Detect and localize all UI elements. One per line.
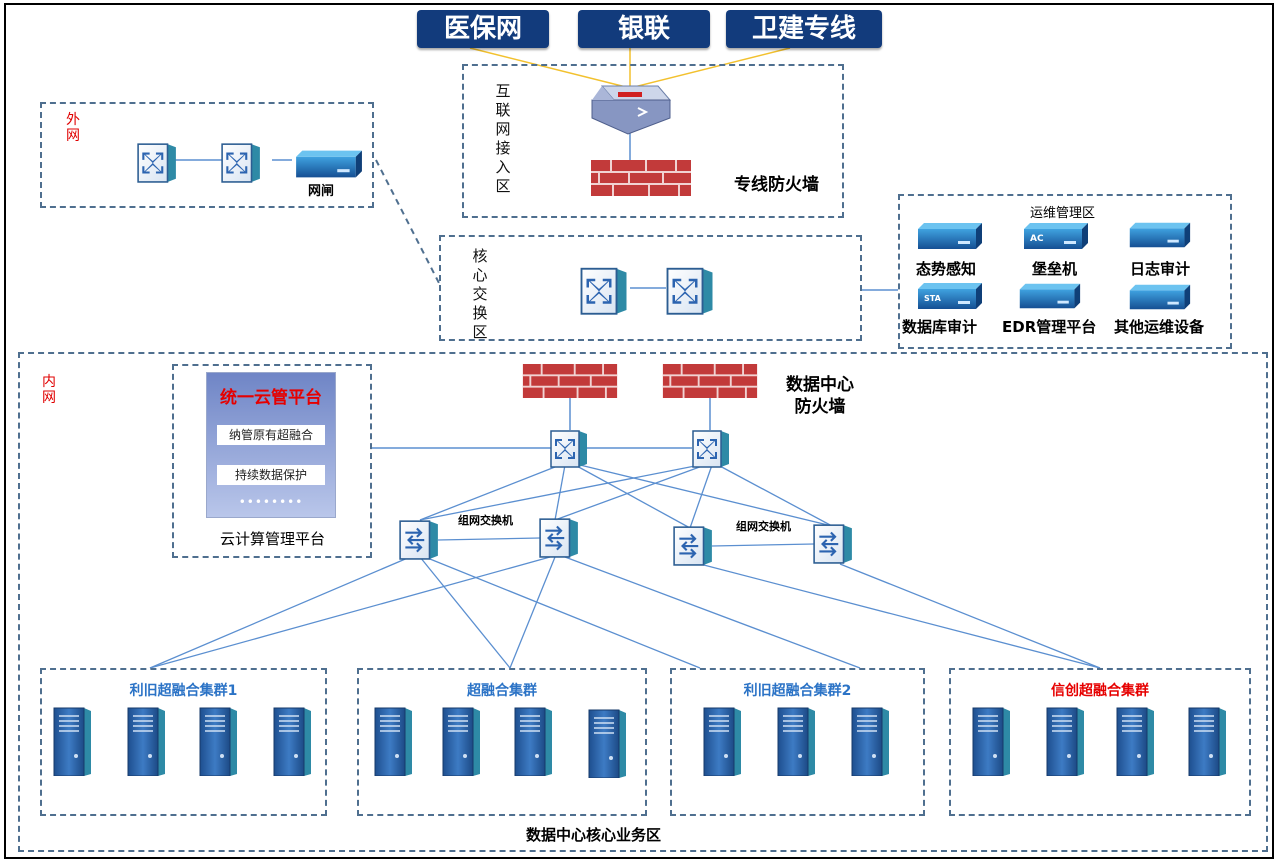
ext-switch-2-icon [220, 137, 262, 187]
cloud-platform-title: 统一云管平台 [220, 388, 322, 408]
server-icon [702, 706, 742, 776]
cloud-platform-zone: 统一云管平台 纳管原有超融合 持续数据保护 •••••••• 云计算管理平台 [172, 364, 372, 558]
server-icon [776, 706, 816, 776]
extranet-label: 外网 [66, 112, 80, 144]
gateway-icon [292, 148, 364, 180]
access-switch-1-icon [398, 518, 440, 560]
server-icon [52, 706, 92, 776]
server-icon [1115, 706, 1155, 776]
line-firewall-icon [591, 160, 691, 196]
cloud-platform-caption: 云计算管理平台 [220, 530, 326, 548]
server-icon [587, 708, 627, 778]
bastion-tag: AC [1030, 234, 1044, 244]
log-audit-icon [1126, 218, 1192, 252]
dc-core-switch-1-icon [548, 428, 590, 468]
line-firewall-label: 专线防火墙 [734, 175, 819, 195]
wan-links [469, 47, 791, 89]
cloud-item-more: •••••••• [238, 495, 304, 509]
cloud-item-manage: 纳管原有超融合 [217, 425, 325, 445]
server-icon [272, 706, 312, 776]
extranet-zone: 外网 网闸 [40, 102, 374, 208]
agg-links [149, 464, 1101, 669]
core-switch-1-icon [579, 263, 629, 317]
cluster-3: 利旧超融合集群2 [670, 668, 925, 816]
cloud-platform-panel: 统一云管平台 纳管原有超融合 持续数据保护 •••••••• [206, 372, 336, 518]
core-zone-label: 核心交换区 [472, 247, 488, 341]
bastion-host-label: 堡垒机 [1032, 260, 1078, 278]
core-switch-zone: 核心交换区 [439, 235, 862, 341]
ops-zone-title: 运维管理区 [1030, 206, 1096, 221]
intranet-label: 内网 [42, 374, 56, 406]
business-zone-label: 数据中心核心业务区 [526, 826, 662, 844]
link-weijian [629, 47, 791, 89]
cluster-4-title: 信创超融合集群 [1051, 683, 1149, 699]
intranet-zone: 内网 [18, 352, 1268, 852]
gateway-label: 网闸 [308, 184, 335, 199]
switch-group-label-2: 组网交换机 [736, 520, 791, 533]
server-icon [198, 706, 238, 776]
ext-switch-1-icon [136, 137, 178, 187]
cluster-3-title: 利旧超融合集群2 [743, 683, 852, 699]
server-icon [373, 706, 413, 776]
edr-platform-label: EDR管理平台 [1002, 318, 1097, 336]
server-icon [126, 706, 166, 776]
cluster-2-title: 超融合集群 [467, 683, 537, 699]
dc-firewall-2-icon [662, 364, 758, 398]
cloud-item-cdp: 持续数据保护 [217, 465, 325, 485]
log-audit-label: 日志审计 [1130, 260, 1191, 278]
db-audit-label: 数据库审计 [902, 318, 978, 336]
link-yibao [469, 47, 631, 89]
server-icon [971, 706, 1011, 776]
access-switch-4-icon [812, 522, 854, 564]
server-icon [1045, 706, 1085, 776]
dc-firewall-label: 数据中心防火墙 [786, 375, 854, 417]
edr-platform-icon [1016, 280, 1082, 312]
dc-firewall-1-icon [522, 364, 618, 398]
cluster-4: 信创超融合集群 [949, 668, 1251, 816]
cluster-1-title: 利旧超融合集群1 [129, 683, 238, 699]
cluster-2: 超融合集群 [357, 668, 647, 816]
internet-access-zone: 互联网接入区 专线防火墙 [462, 64, 844, 218]
situation-awareness-label: 态势感知 [916, 260, 977, 278]
other-ops-icon [1126, 280, 1192, 314]
core-switch-2-icon [665, 263, 715, 317]
situation-awareness-icon [914, 221, 984, 251]
access-switch-2-icon [538, 516, 580, 558]
access-switch-3-icon [672, 524, 714, 566]
router-icon [591, 85, 672, 135]
switch-group-label-1: 组网交换机 [458, 514, 513, 527]
link-ext-core [375, 159, 441, 286]
db-audit-tag: STA [924, 294, 941, 303]
server-icon [850, 706, 890, 776]
server-icon [513, 706, 553, 776]
diagram-frame [4, 3, 1274, 859]
wan-yinlian: 银联 [578, 10, 710, 48]
other-ops-label: 其他运维设备 [1114, 318, 1205, 336]
dc-core-switch-2-icon [690, 428, 732, 468]
cluster-1: 利旧超融合集群1 [40, 668, 327, 816]
internet-zone-label: 互联网接入区 [495, 82, 511, 195]
server-icon [441, 706, 481, 776]
wan-yibao: 医保网 [417, 10, 549, 48]
wan-weijian: 卫建专线 [726, 10, 882, 48]
server-icon [1187, 706, 1227, 776]
ops-zone: 运维管理区 态势感知 AC 堡垒机 日志审计 STA 数据库审计 EDR管理平台… [898, 194, 1232, 349]
